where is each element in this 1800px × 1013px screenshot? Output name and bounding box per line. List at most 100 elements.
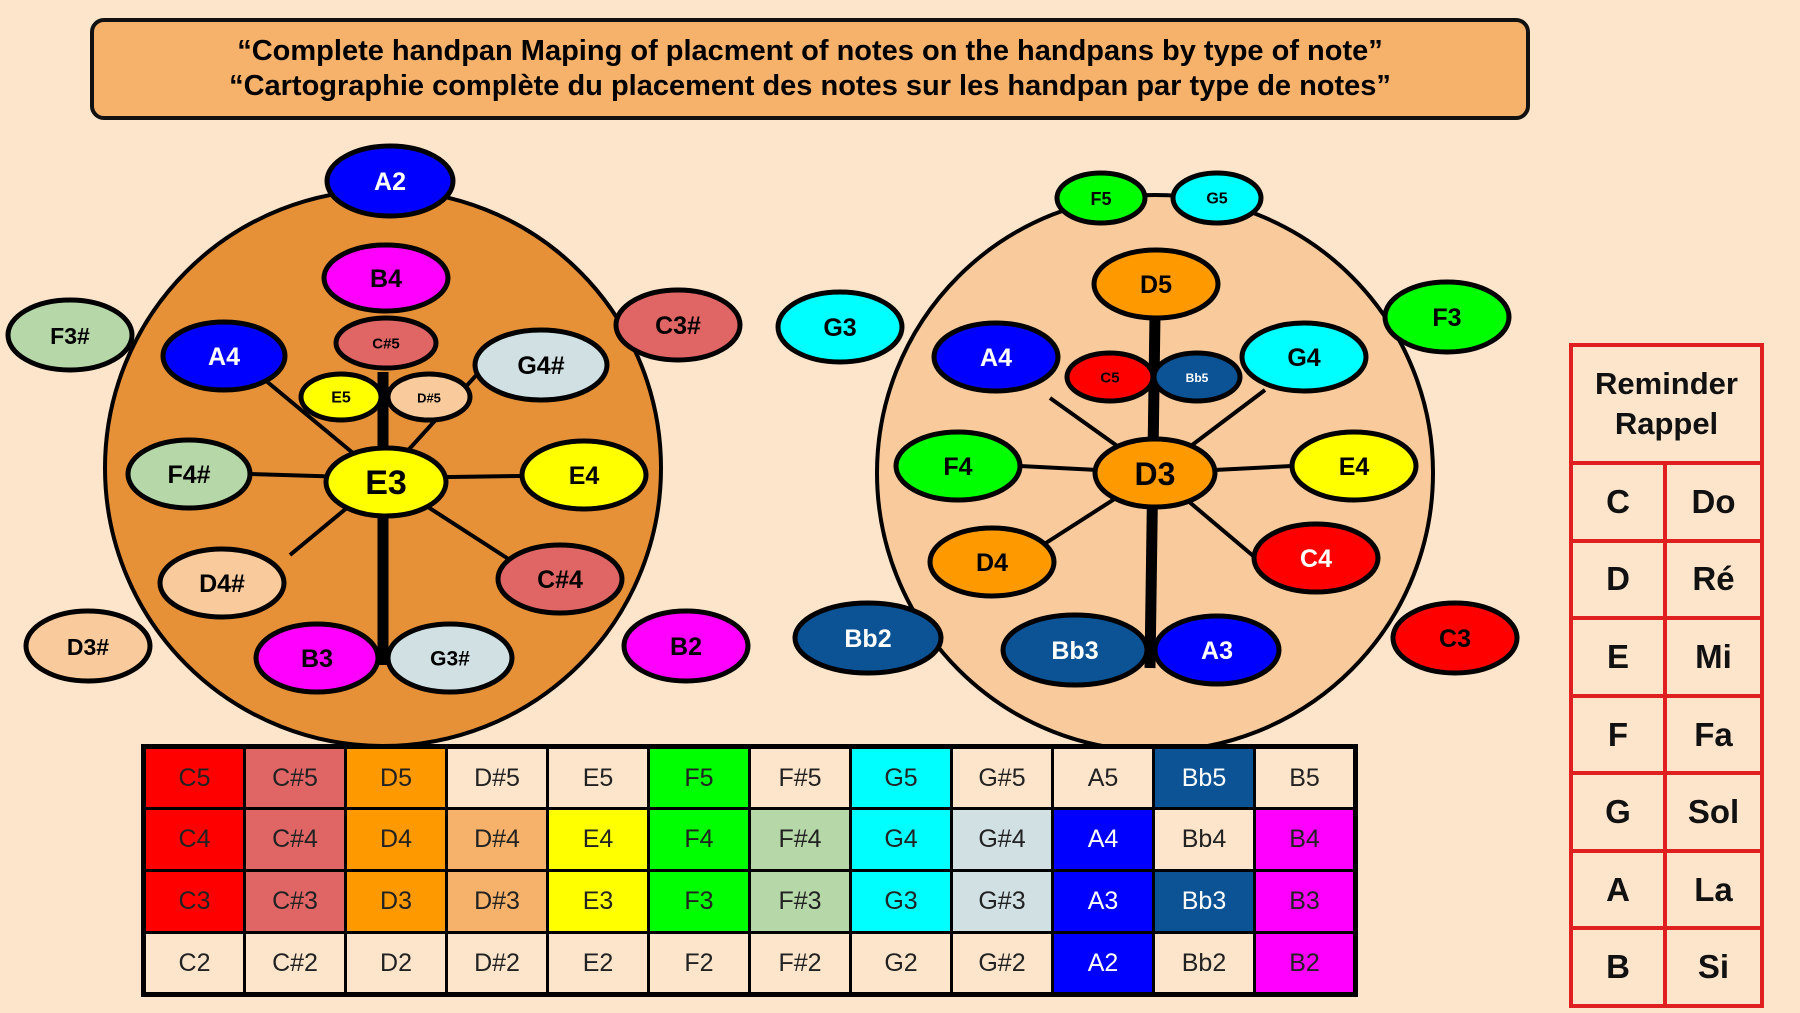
note-right-f4-label: F4 xyxy=(943,453,972,481)
note-left-b4-shape xyxy=(321,242,451,314)
note-left-c-sharp4-label: C#4 xyxy=(537,566,583,594)
note-right-g5-shape xyxy=(1170,170,1264,226)
table-cell-g-sharp5: G#5 xyxy=(950,745,1054,810)
title-english: “Complete handpan Maping of placment of … xyxy=(237,35,1383,67)
table-cell-f5: F5 xyxy=(647,745,751,810)
table-cell-e2: E2 xyxy=(546,931,650,996)
note-left-d3-sharp-shape xyxy=(23,608,153,684)
table-cell-d3: D3 xyxy=(344,869,448,934)
table-cell-d-sharp4: D#4 xyxy=(445,807,549,872)
note-right-d5-label: D5 xyxy=(1140,271,1172,299)
note-right-a3-label: A3 xyxy=(1201,637,1233,665)
note-right-e4: E4 xyxy=(1289,429,1419,503)
title-french: “Cartographie complète du placement des … xyxy=(229,70,1391,102)
table-cell-g-sharp4: G#4 xyxy=(950,807,1054,872)
note-left-e3: E3 xyxy=(323,445,449,519)
note-right-bb3: Bb3 xyxy=(1000,612,1150,688)
note-left-c-sharp5: C#5 xyxy=(333,315,439,371)
note-left-a4-shape xyxy=(160,319,288,393)
note-left-c3-sharp-shape xyxy=(613,287,743,363)
table-cell-b3: B3 xyxy=(1253,869,1357,934)
table-cell-g3: G3 xyxy=(849,869,953,934)
note-left-c-sharp4-shape xyxy=(495,542,625,616)
note-right-f4-shape xyxy=(893,429,1023,503)
note-right-c4-label: C4 xyxy=(1300,545,1332,573)
note-left-f4-sharp-shape xyxy=(125,437,253,511)
note-right-g3-shape xyxy=(775,289,905,365)
note-left-f3-sharp-shape xyxy=(5,297,135,373)
note-left-b4: B4 xyxy=(321,242,451,314)
note-right-bb3-label: Bb3 xyxy=(1051,637,1098,665)
note-right-bb5-label: Bb5 xyxy=(1186,371,1209,385)
note-left-e5: E5 xyxy=(298,371,384,423)
table-cell-d-sharp3: D#3 xyxy=(445,869,549,934)
note-left-e5-label: E5 xyxy=(331,390,351,407)
table-cell-c-sharp2: C#2 xyxy=(243,931,347,996)
table-cell-a3: A3 xyxy=(1051,869,1155,934)
note-left-f4-sharp-label: F4# xyxy=(167,461,210,489)
note-right-a4-shape xyxy=(931,320,1061,394)
table-cell-g-sharp2: G#2 xyxy=(950,931,1054,996)
note-right-g5-label: G5 xyxy=(1206,191,1227,208)
note-left-g3-sharp: G3# xyxy=(385,621,515,695)
table-cell-bb2: Bb2 xyxy=(1152,931,1256,996)
note-right-d5-shape xyxy=(1091,247,1221,321)
note-right-c5-label: C5 xyxy=(1100,370,1119,387)
note-left-e5-shape xyxy=(298,371,384,423)
note-right-c4: C4 xyxy=(1251,521,1381,595)
reminder-note-french: Mi xyxy=(1695,637,1732,675)
reminder-note-french: Ré xyxy=(1692,560,1735,598)
table-cell-g2: G2 xyxy=(849,931,953,996)
table-cell-c2: C2 xyxy=(142,931,246,996)
table-cell-e5: E5 xyxy=(546,745,650,810)
reminder-header: Reminder Rappel xyxy=(1573,347,1760,465)
note-left-e3-shape xyxy=(323,445,449,519)
reminder-note-french: Sol xyxy=(1687,793,1740,831)
note-left-g3-sharp-shape xyxy=(385,621,515,695)
reminder-note-english: F xyxy=(1573,697,1667,772)
note-right-a3: A3 xyxy=(1152,613,1282,687)
note-left-a2-label: A2 xyxy=(374,168,406,196)
note-right-c3: C3 xyxy=(1390,600,1520,676)
table-cell-f-sharp4: F#4 xyxy=(748,807,852,872)
note-left-f4-sharp: F4# xyxy=(125,437,253,511)
table-cell-c3: C3 xyxy=(142,869,246,934)
note-left-d-sharp5: D#5 xyxy=(385,371,473,423)
note-left-e4: E4 xyxy=(519,438,649,512)
note-right-a3-shape xyxy=(1152,613,1282,687)
note-right-f3-label: F3 xyxy=(1432,304,1461,332)
note-right-bb3-shape xyxy=(1000,612,1150,688)
table-cell-c-sharp3: C#3 xyxy=(243,869,347,934)
note-left-d-sharp5-label: D#5 xyxy=(417,391,441,406)
note-right-bb5: Bb5 xyxy=(1151,350,1243,404)
note-left-a2-shape xyxy=(324,143,456,219)
note-right-f5: F5 xyxy=(1054,170,1148,226)
note-right-g5: G5 xyxy=(1170,170,1264,226)
reminder-note-french: Si xyxy=(1697,948,1730,986)
note-left-b4-label: B4 xyxy=(370,265,402,293)
table-cell-f-sharp2: F#2 xyxy=(748,931,852,996)
note-left-b2-label: B2 xyxy=(670,633,702,661)
note-left-b2: B2 xyxy=(621,608,751,684)
note-right-d4-label: D4 xyxy=(976,549,1008,577)
table-cell-f-sharp3: F#3 xyxy=(748,869,852,934)
note-left-g4-sharp-label: G4# xyxy=(517,352,564,380)
reminder-note-english: B xyxy=(1573,930,1667,1005)
note-left-d3-sharp: D3# xyxy=(23,608,153,684)
note-right-f3-shape xyxy=(1382,279,1512,355)
table-cell-a4: A4 xyxy=(1051,807,1155,872)
note-right-d3-label: D3 xyxy=(1135,456,1176,492)
note-left-c-sharp5-label: C#5 xyxy=(372,336,400,353)
table-cell-c-sharp5: C#5 xyxy=(243,745,347,810)
